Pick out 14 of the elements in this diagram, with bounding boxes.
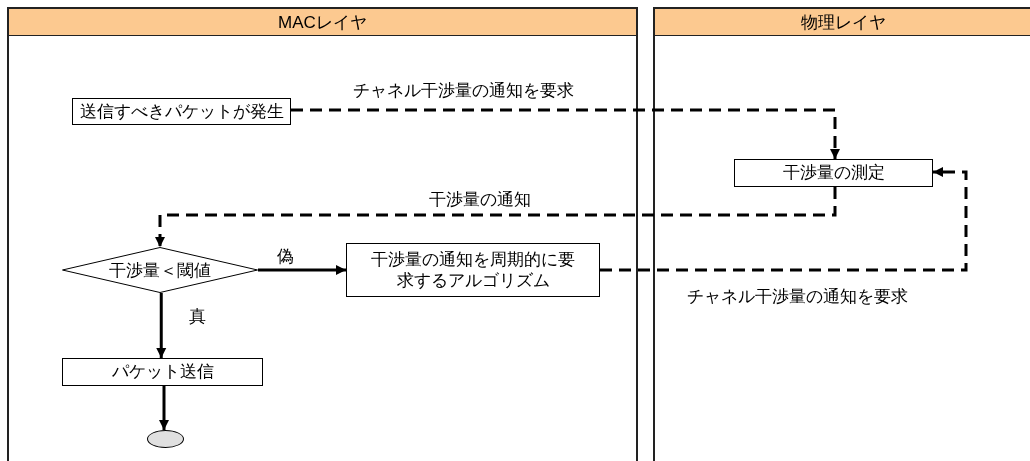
decision-text: 干渉量＜閾値 <box>109 259 211 282</box>
process-box: 干渉量の測定 <box>734 159 933 187</box>
lane-header: MACレイヤ <box>9 9 636 36</box>
arrow <box>159 386 169 430</box>
arrow <box>156 293 167 358</box>
arrow <box>600 167 968 272</box>
arrow <box>291 108 840 159</box>
process-box: 干渉量の通知を周期的に要求するアルゴリズム <box>346 243 600 297</box>
arrow <box>258 265 346 275</box>
process-box: 送信すべきパケットが発生 <box>72 98 291 125</box>
end-ellipse <box>147 430 184 448</box>
process-box: パケット送信 <box>62 358 263 386</box>
arrow <box>155 187 837 247</box>
lane-header: 物理レイヤ <box>655 9 1030 36</box>
